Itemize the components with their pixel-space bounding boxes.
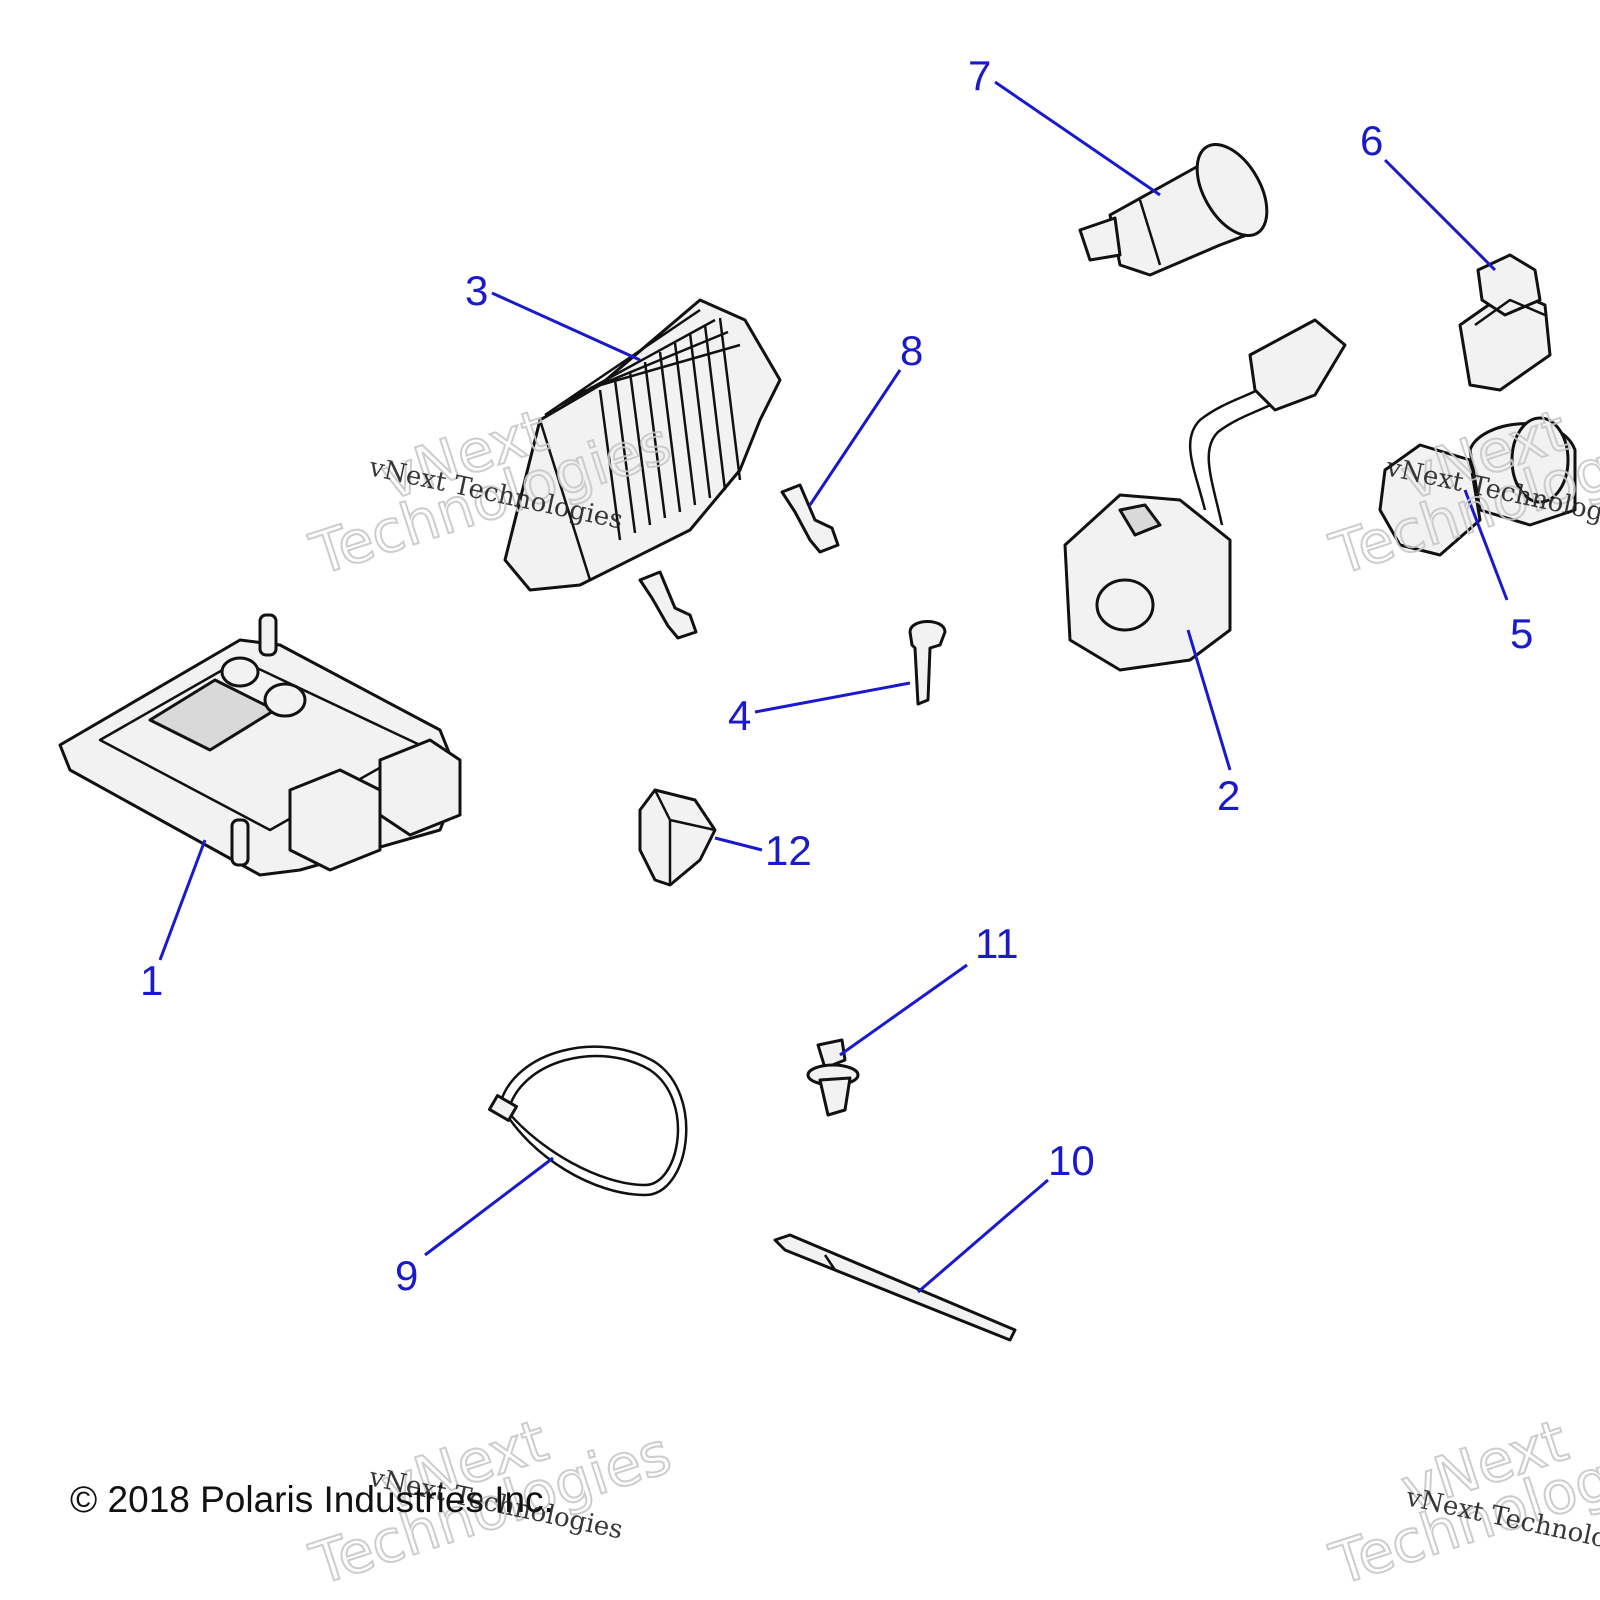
callout-9: 9	[395, 1252, 418, 1299]
leader-12	[714, 836, 763, 852]
callout-1: 1	[140, 957, 163, 1004]
leader-lines	[158, 80, 1509, 1294]
leader-11	[839, 963, 968, 1057]
leader-4	[754, 681, 911, 714]
part-12-relay	[638, 788, 717, 887]
leader-10	[917, 1178, 1049, 1294]
part-3-regulator	[503, 298, 782, 592]
part-2-sensor	[1063, 318, 1347, 672]
watermark-upper-right: vNext Technologies vNext Technologies	[1321, 395, 1600, 589]
callout-10: 10	[1048, 1137, 1095, 1184]
leader-2	[1186, 629, 1232, 771]
part-8-bolts	[638, 483, 840, 640]
part-9-cable-tie	[487, 1045, 688, 1197]
leader-1	[158, 839, 207, 961]
callout-8: 8	[900, 327, 923, 374]
copyright-notice: © 2018 Polaris Industries Inc.	[70, 1479, 554, 1520]
callout-4: 4	[728, 692, 751, 739]
callout-6: 6	[1360, 117, 1383, 164]
leader-3	[491, 291, 641, 362]
callout-numbers: 1 2 3 4 5 6 7 8 9 10 11 12	[140, 52, 1533, 1299]
part-5-ignition-switch	[1378, 416, 1577, 557]
watermark-lower-right: vNext Technologies vNext Technologies	[1321, 1405, 1600, 1599]
leader-8	[808, 369, 902, 506]
leader-7	[994, 80, 1161, 197]
part-6-switch	[1458, 253, 1552, 392]
callout-11: 11	[975, 920, 1019, 967]
leader-9	[424, 1156, 554, 1257]
callout-12: 12	[765, 827, 812, 874]
callout-7: 7	[968, 52, 991, 99]
callout-5: 5	[1510, 610, 1533, 657]
part-1-ecu	[58, 613, 462, 877]
callout-3: 3	[465, 267, 488, 314]
leader-6	[1383, 158, 1497, 272]
callout-2: 2	[1217, 772, 1240, 819]
part-10-strip	[773, 1233, 1017, 1342]
part-11-push-rivet	[806, 1038, 860, 1117]
part-4-bolt	[908, 620, 947, 706]
part-7-actuator	[1078, 142, 1269, 277]
leader-5	[1463, 489, 1509, 601]
